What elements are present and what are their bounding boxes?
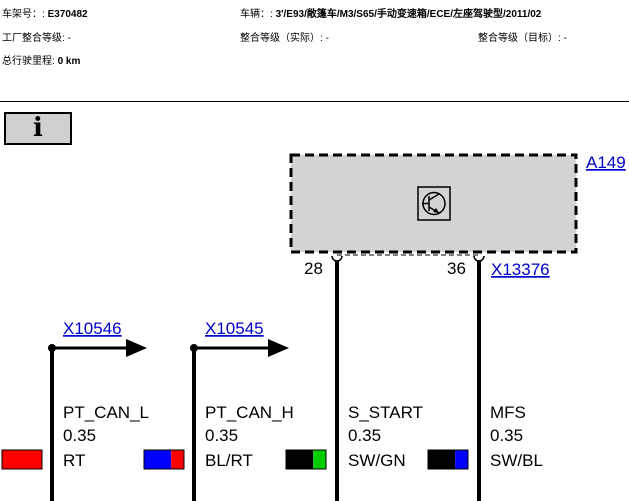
component-box[interactable] <box>289 153 578 254</box>
target-level-value: - <box>563 33 567 44</box>
swatch-stripe-color <box>313 450 326 469</box>
swatch-stripe-color <box>455 450 468 469</box>
wire-color-swatch <box>285 449 327 470</box>
total-mileage: 总行驶里程: 0 km <box>2 56 80 68</box>
wire-cross-section: 0.35 <box>348 426 381 445</box>
target-integration-level: 整合等级（目标）: - <box>478 33 567 45</box>
connector-link-x10545[interactable]: X10545 <box>205 319 264 338</box>
swatch-primary-color <box>144 450 172 469</box>
wire-signal-name: S_START <box>348 403 423 422</box>
swatch-border <box>143 449 185 470</box>
wire-cross-section: 0.35 <box>490 426 523 445</box>
connector-link-x13376[interactable]: X13376 <box>491 260 550 279</box>
wire-color-code: SW/BL <box>490 451 543 470</box>
pin-number: 28 <box>304 259 323 278</box>
wire-cross-section: 0.35 <box>63 426 96 445</box>
wire-signal-name: PT_CAN_H <box>205 403 294 422</box>
wire-signal-name: PT_CAN_L <box>63 403 149 422</box>
connector-arrow <box>190 339 289 357</box>
wire-color-code: BL/RT <box>205 451 253 470</box>
actual-integration-level: 整合等级（实际）: - <box>240 33 329 45</box>
wire-color-code: RT <box>63 451 85 470</box>
connector-link-x10546[interactable]: X10546 <box>63 319 122 338</box>
mileage-value: 0 km <box>57 56 81 67</box>
chassis-number-value: E370482 <box>47 9 88 20</box>
header-divider <box>0 101 629 102</box>
mileage-label: 总行驶里程: <box>2 56 55 67</box>
target-level-label: 整合等级（目标）: <box>478 33 561 44</box>
info-button[interactable]: i <box>4 112 72 145</box>
pin-number: 36 <box>447 259 466 278</box>
vehicle-label: 车辆：: <box>240 9 273 20</box>
wire-cross-section: 0.35 <box>205 426 238 445</box>
component-id-link[interactable]: A149 <box>586 153 626 172</box>
swatch-primary-color <box>286 450 314 469</box>
swatch-border <box>427 449 469 470</box>
actual-level-label: 整合等级（实际）: <box>240 33 323 44</box>
swatch-primary-color <box>2 450 42 469</box>
swatch-primary-color <box>428 450 456 469</box>
actual-level-value: - <box>325 33 329 44</box>
factory-integration-level: 工厂整合等级: - <box>2 33 71 45</box>
transistor-icon <box>417 186 451 221</box>
wire-color-swatch <box>1 449 43 470</box>
factory-level-value: - <box>67 33 71 44</box>
info-icon: i <box>33 113 43 143</box>
chassis-number: 车架号：: E370482 <box>2 9 88 21</box>
wire-color-code: SW/GN <box>348 451 406 470</box>
swatch-stripe-color <box>171 450 184 469</box>
factory-level-label: 工厂整合等级: <box>2 33 65 44</box>
chassis-number-label: 车架号：: <box>2 9 45 20</box>
pin-terminal <box>331 255 343 262</box>
connector-arrow <box>48 339 147 357</box>
vehicle-info: 车辆：: 3'/E93/敞篷车/M3/S65/手动变速箱/ECE/左座驾驶型/2… <box>240 9 541 21</box>
wire-signal-name: MFS <box>490 403 526 422</box>
swatch-border <box>285 449 327 470</box>
wire-color-swatch <box>427 449 469 470</box>
wire-color-swatch <box>143 449 185 470</box>
pin-terminal <box>473 255 485 262</box>
vehicle-value: 3'/E93/敞篷车/M3/S65/手动变速箱/ECE/左座驾驶型/2011/0… <box>275 9 542 20</box>
swatch-border <box>1 449 43 470</box>
